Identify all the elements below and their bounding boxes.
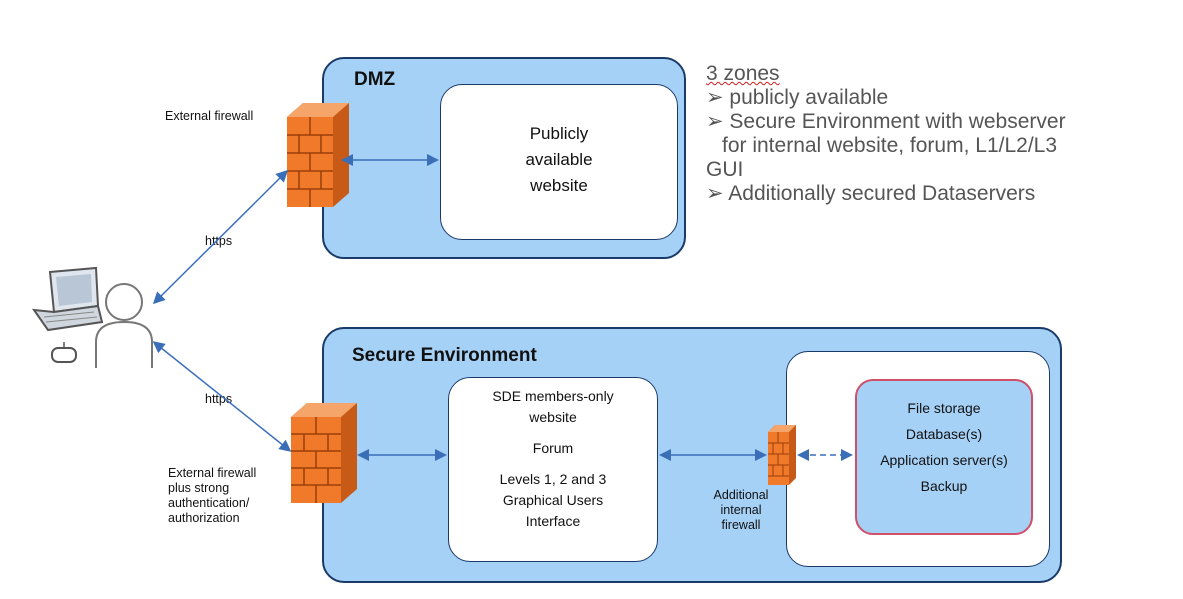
https-arrow-secure: [152, 341, 292, 452]
dataserver-line: Application server(s): [880, 452, 1008, 468]
dmz-title: DMZ: [354, 69, 396, 90]
public-website-panel: Publicly available website: [440, 84, 678, 240]
firewall-icon: [768, 425, 796, 485]
user-icon: [95, 283, 153, 368]
dataserver-line: File storage: [907, 400, 981, 416]
note-item: ➢ publicly available: [706, 86, 889, 109]
note-item: for internal website, forum, L1/L2/L3: [722, 134, 1058, 157]
secure-environment-title: Secure Environment: [352, 345, 537, 366]
members-website-panel: SDE members-only website Forum Levels 1,…: [448, 377, 658, 562]
members-line: Levels 1, 2 and 3: [499, 471, 607, 487]
https-arrow-dmz: [152, 169, 289, 305]
laptop-icon: [31, 266, 104, 332]
secure-firewall-label: External firewall plus strong authentica…: [168, 466, 257, 525]
note-item: ➢ Secure Environment with webserver: [706, 110, 1066, 133]
firewall-icon: [291, 403, 357, 503]
public-website-line: Publicly: [529, 124, 589, 143]
internal-firewall-label: Additional internal firewall: [713, 488, 769, 532]
public-website-line: available: [525, 150, 593, 169]
firewall-icon: [287, 103, 349, 207]
dataserver-line: Backup: [920, 478, 968, 494]
notes-heading: 3 zones: [706, 62, 780, 85]
members-line: Graphical Users: [502, 492, 604, 508]
members-line: Forum: [532, 440, 574, 456]
dmz-firewall-label: External firewall: [165, 109, 254, 123]
members-line: website: [529, 409, 577, 425]
dataserver-panel: File storage Database(s) Application ser…: [855, 379, 1033, 535]
note-item: ➢ Additionally secured Dataservers: [706, 182, 1036, 205]
dataserver-line: Database(s): [905, 426, 983, 442]
mouse-icon: [51, 342, 77, 363]
members-line: SDE members-only: [492, 388, 614, 404]
members-line: Interface: [525, 513, 581, 529]
zone-notes: 3 zones ➢ publicly available ➢ Secure En…: [706, 62, 1066, 206]
note-item: GUI: [706, 158, 744, 181]
public-website-line: website: [530, 176, 588, 195]
